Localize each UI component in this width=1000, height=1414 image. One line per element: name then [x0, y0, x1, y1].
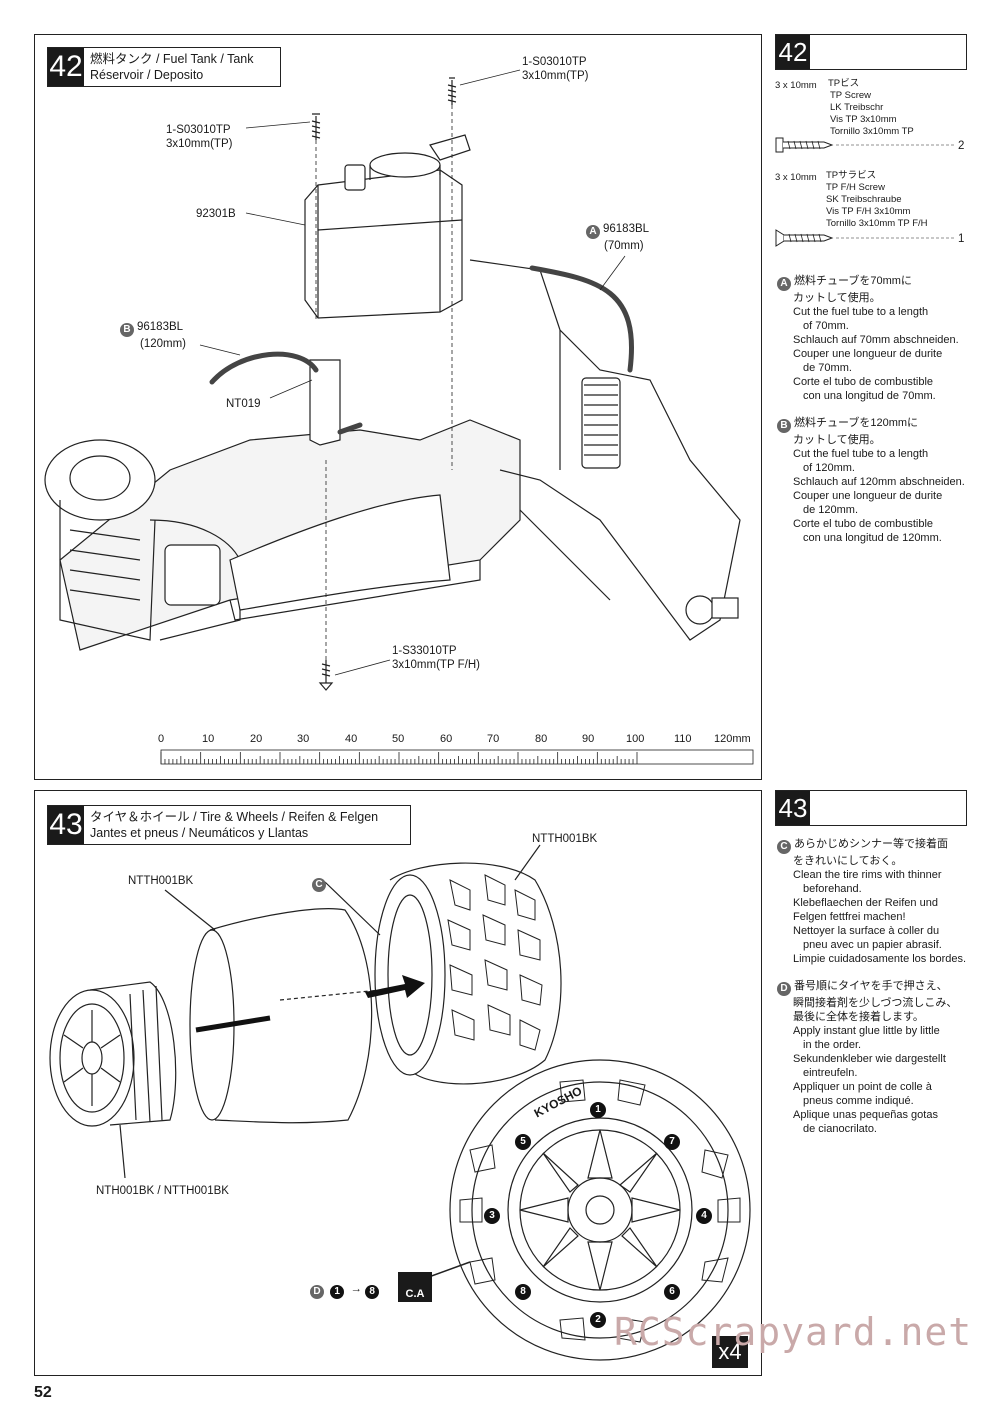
tank-part-label: 92301B: [196, 208, 236, 220]
step42-side-header: 42: [775, 34, 967, 70]
order-start-icon: 1: [330, 1285, 345, 1299]
glue-sequence-label: D 1 → 8: [310, 1282, 382, 1299]
ruler-label: 60: [440, 733, 453, 745]
glue-order-7-icon: 7: [664, 1134, 680, 1150]
badge-a-icon: A: [777, 277, 791, 291]
step42-illustration: [44, 69, 754, 765]
ruler-label: 50: [392, 733, 405, 745]
order-end-icon: 8: [365, 1285, 380, 1299]
ruler-label: 30: [297, 733, 310, 745]
badge-c-label: C: [312, 875, 329, 892]
glue-order-5-icon: 5: [515, 1134, 531, 1150]
watermark: RCScrapyard.net: [614, 1310, 973, 1354]
glue-order-1-icon: 1: [590, 1102, 606, 1118]
step43-side-header: 43: [775, 790, 967, 826]
insert-part-label: NTTH001BK: [128, 875, 194, 887]
step43-side-number: 43: [776, 791, 810, 825]
screw-icon: [447, 77, 457, 105]
step42-number: 42: [48, 48, 84, 86]
screw-bottom-label: 1-S33010TP 3x10mm(TP F/H): [392, 645, 480, 671]
screw-left-label: 1-S03010TP 3x10mm(TP): [166, 124, 233, 150]
page-number: 52: [34, 1384, 52, 1401]
ruler-label: 10: [202, 733, 215, 745]
wheel-part-label: NTH001BK / NTTH001BK: [96, 1185, 229, 1197]
step43-title-line2: Jantes et pneus / Neumáticos y Llantas: [90, 826, 309, 840]
badge-d-icon: D: [310, 1285, 324, 1299]
step42-side-number: 42: [776, 35, 810, 69]
ruler-label: 0: [158, 733, 165, 745]
screw-icon: [311, 113, 321, 140]
fuel-tube-a: [529, 265, 634, 373]
badge-d-icon: D: [777, 982, 791, 996]
ruler-ticks: [160, 752, 638, 764]
glue-order-3-icon: 3: [484, 1208, 500, 1224]
badge-c-icon: C: [777, 840, 791, 854]
ruler-label: 40: [345, 733, 358, 745]
glue-order-8-icon: 8: [515, 1284, 531, 1300]
badge-b-icon: B: [120, 323, 134, 337]
badge-c-icon: C: [312, 878, 326, 892]
tire-part-label: NTTH001BK: [532, 833, 598, 845]
glue-order-6-icon: 6: [664, 1284, 680, 1300]
ruler-label: 90: [582, 733, 595, 745]
badge-a-icon: A: [586, 225, 600, 239]
ruler-label: 70: [487, 733, 500, 745]
step42-title-box: 42 燃料タンク / Fuel Tank / Tank Réservoir / …: [47, 47, 281, 87]
glue-order-4-icon: 4: [696, 1208, 712, 1224]
tp-screw-icon: [775, 137, 954, 153]
quantity-x4: x4: [712, 1336, 748, 1368]
ruler-label: 120mm: [714, 733, 751, 745]
badge-b-icon: B: [777, 419, 791, 433]
step42-title-line2: Réservoir / Deposito: [90, 68, 204, 82]
screw-top-right-label: 1-S03010TP 3x10mm(TP): [522, 56, 589, 82]
step43-title-line1: タイヤ＆ホイール / Tire & Wheels / Reifen & Felg…: [90, 810, 379, 824]
arrow-icon: [195, 1015, 271, 1033]
engine-drawing: [44, 439, 241, 641]
ruler-label: 80: [535, 733, 548, 745]
tp-fh-screw-icon: [775, 229, 954, 247]
wheel-rim-drawing: [49, 981, 177, 1127]
arrow-icon: →: [350, 1283, 362, 1295]
arrow-icon: [365, 975, 425, 998]
ruler-label: 100: [626, 733, 645, 745]
ruler-label: 20: [250, 733, 263, 745]
tire-insert-drawing: [189, 908, 381, 1124]
ca-glue-icon: C.A: [398, 1272, 432, 1302]
ruler-label: 110: [674, 733, 692, 745]
step42-title-line1: 燃料タンク / Fuel Tank / Tank: [90, 52, 254, 66]
screw-icon: [318, 660, 334, 691]
fuel-tube-b: [209, 351, 319, 385]
nt019-label: NT019: [226, 398, 261, 410]
step43-title-box: 43 タイヤ＆ホイール / Tire & Wheels / Reifen & F…: [47, 805, 411, 845]
tire-drawing: [374, 862, 562, 1085]
fuel-tank-drawing: [304, 134, 471, 319]
step43-number: 43: [48, 806, 84, 844]
glue-order-2-icon: 2: [590, 1312, 606, 1328]
